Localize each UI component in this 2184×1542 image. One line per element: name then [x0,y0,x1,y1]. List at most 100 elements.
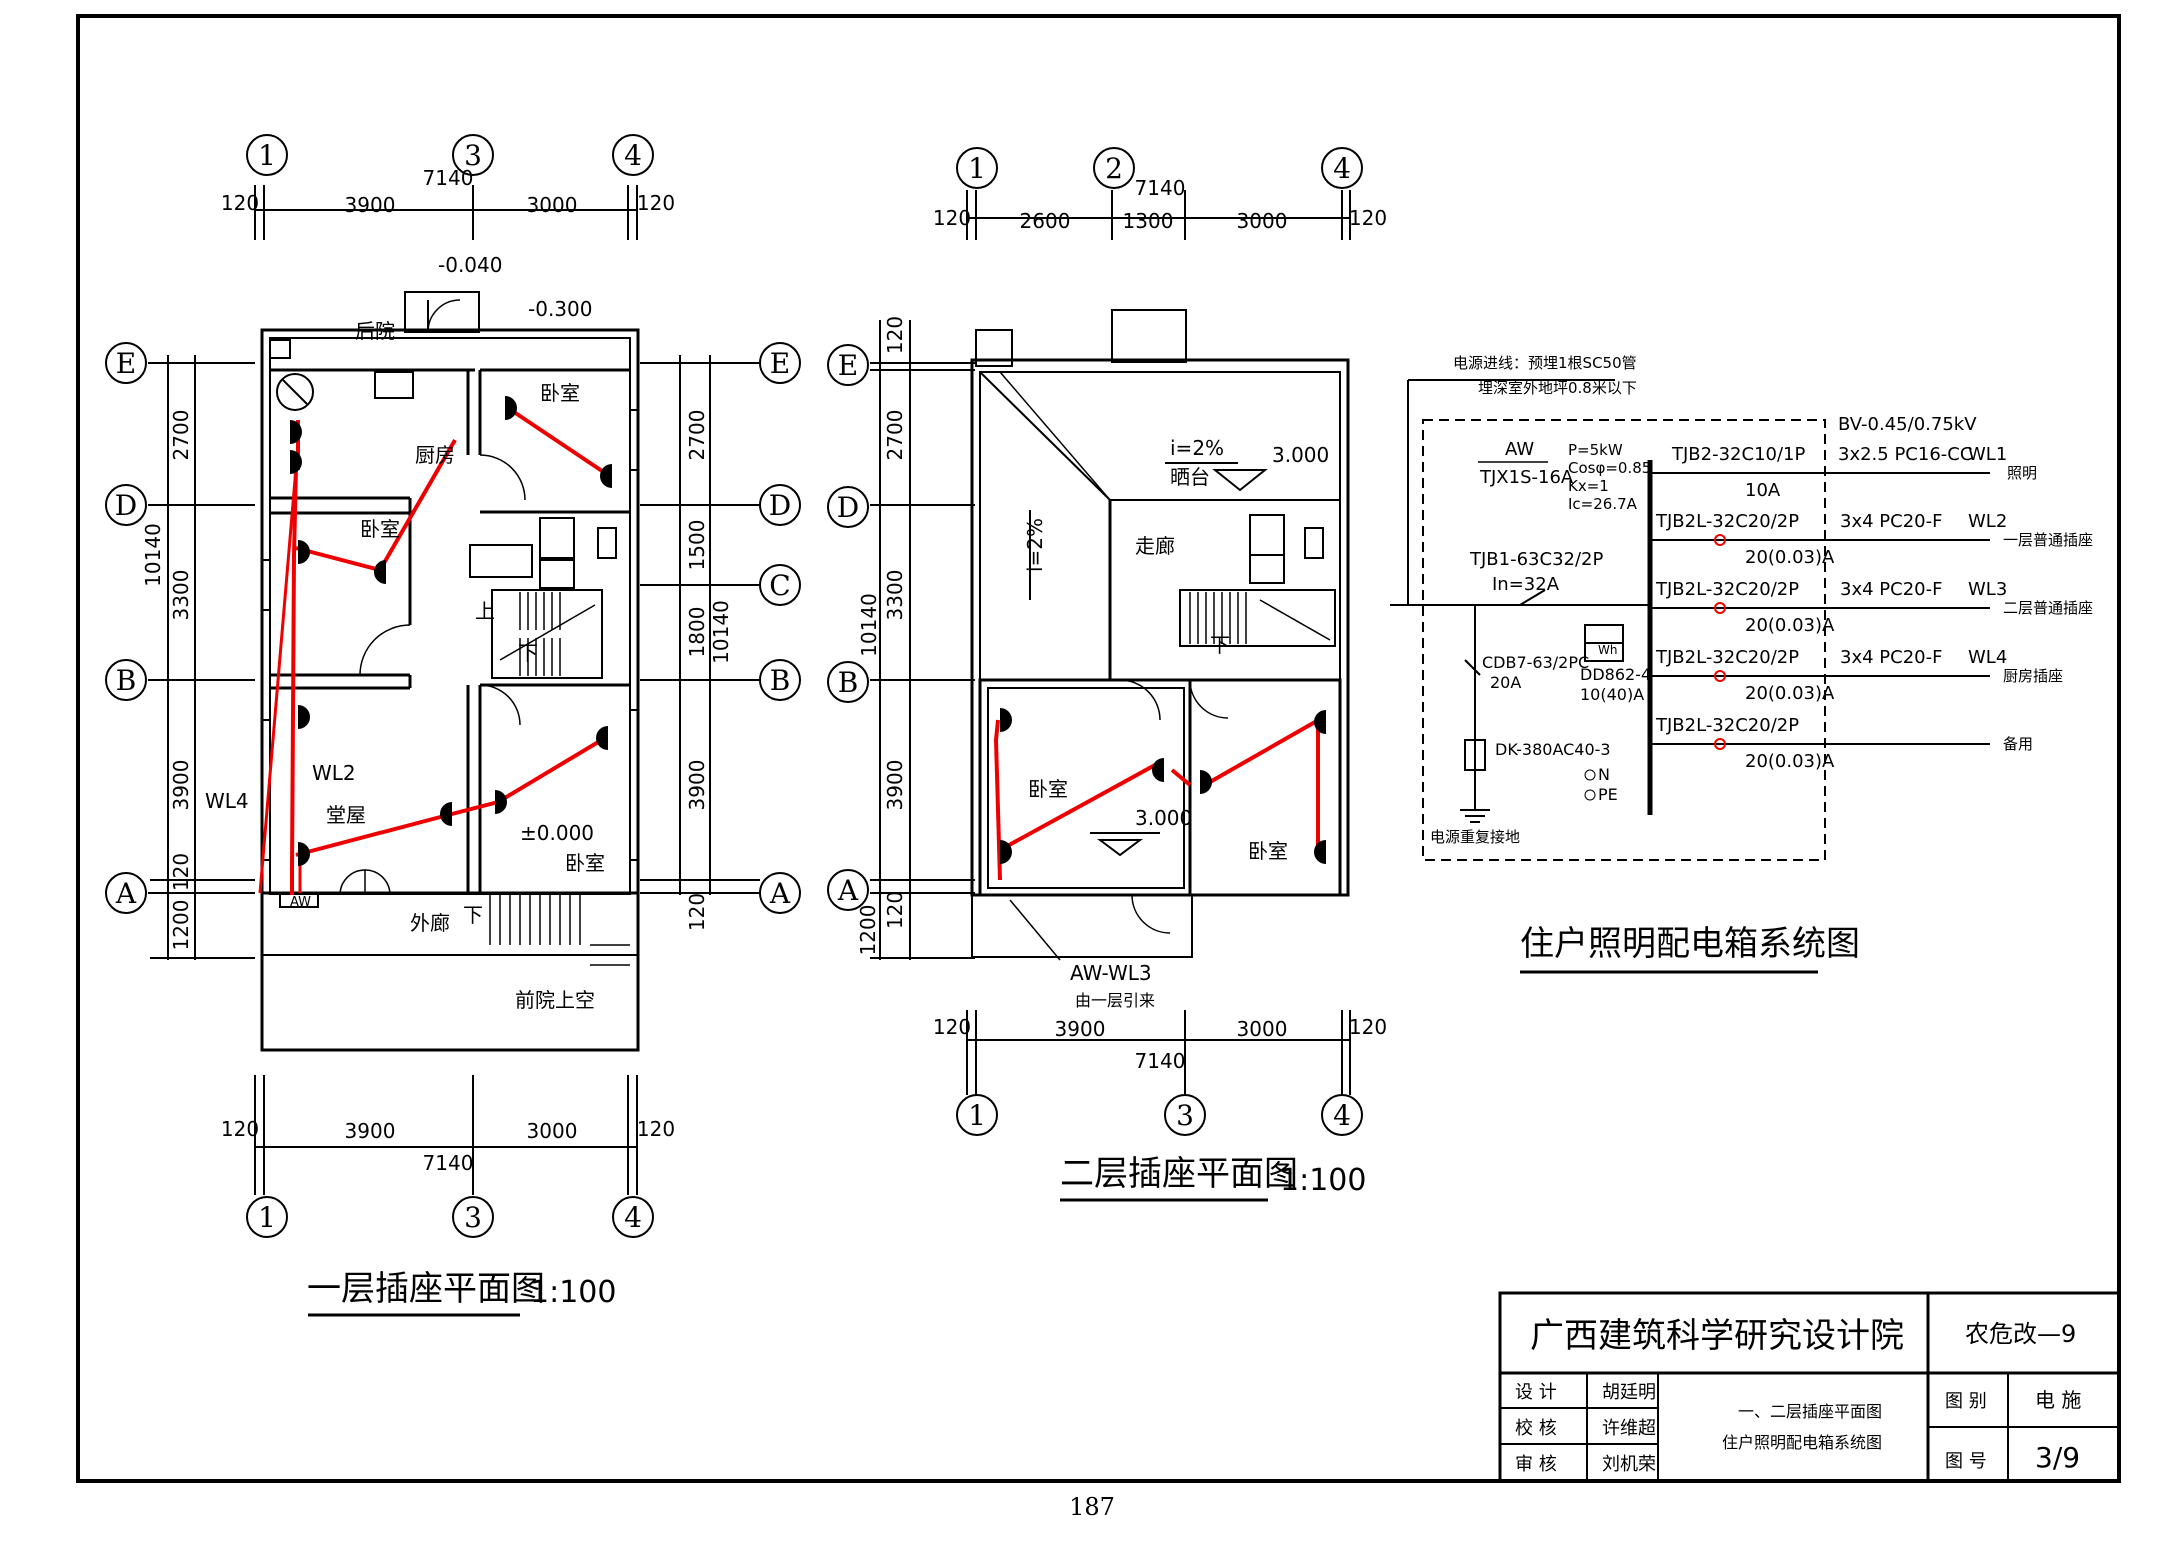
dim-seg: 3000 [527,193,578,217]
grid-label: C [769,569,790,602]
grid-label: 3 [464,1201,482,1234]
grid-label: 4 [1333,152,1351,185]
role-label: 设 计 [1515,1382,1557,1403]
drawing-frame [76,14,2121,1483]
dim-seg: 1200 [169,900,193,951]
dim-seg: 3900 [169,760,193,811]
socket-icon [495,790,507,814]
distribution-system-diagram [1390,379,1826,861]
room-label: 外廊 [410,911,450,935]
socket-icon [600,464,612,488]
dim-seg: 3900 [345,1119,396,1143]
room-label: 卧室 [360,517,400,541]
institute-name: 广西建筑科学研究设计院 [1530,1316,1904,1356]
dim-seg: 3900 [345,193,396,217]
grid-label: 3 [1176,1099,1194,1132]
second-floor-plan [870,190,1351,1095]
dim-seg: 120 [169,853,193,891]
socket-icon [298,705,310,729]
grid-label: 3 [464,139,482,172]
terrace-label: 晒台 [1170,465,1210,489]
level-label: -0.040 [438,253,502,277]
first-floor-plan [148,185,760,1195]
terminal-pe: PE [1598,785,1618,804]
person-name: 刘机荣 [1602,1454,1656,1475]
dim-seg: 1200 [856,905,880,956]
grid-label: E [116,347,136,380]
room-label: 前院上空 [515,988,595,1012]
dim-seg: 3300 [169,570,193,621]
socket-icon [298,842,310,866]
drawing-title: 一、二层插座平面图 [1738,1402,1882,1421]
meter-symbol: Wh [1598,643,1617,657]
socket-icon [505,396,517,420]
dim-seg: 120 [883,316,907,354]
socket-icon [596,726,608,750]
project-code: 农危改—9 [1965,1320,2076,1348]
person-name: 许维超 [1602,1418,1656,1439]
panel-label: AW [290,895,311,910]
branch-breaker: TJB2L-32C20/2P [1655,647,1799,668]
grid-label: E [838,349,858,382]
page-number: 187 [1069,1493,1115,1521]
drawing-title: 住户照明配电箱系统图 [1722,1433,1882,1452]
branch-rating: 20(0.03)A [1745,547,1835,568]
grid-label: 1 [258,1201,276,1234]
socket-icon [1000,708,1012,732]
dim-edge: 120 [933,1015,971,1039]
ground-label: 电源重复接地 [1430,828,1520,846]
plan2-title: 二层插座平面图 [1060,1154,1298,1194]
panel-param: Ic=26.7A [1568,495,1638,513]
branch-use: 二层普通插座 [2003,599,2093,617]
stair-label: 下 [518,641,538,665]
dim-edge: 120 [637,1117,675,1141]
dim-seg: 120 [883,891,907,929]
role-label: 校 核 [1515,1418,1557,1439]
stair-label: 下 [1210,633,1230,657]
grid-label: 1 [258,139,276,172]
grid-label: 2 [1105,152,1123,185]
grid-label: A [837,874,859,907]
branch-circuit: WL1 [1968,444,2007,465]
dim-edge: 120 [221,191,259,215]
dim-seg: 3900 [1055,1017,1106,1041]
stair-label: 下 [463,903,483,927]
panel-param: P=5kW [1568,441,1623,459]
branch-breaker: TJB2L-32C20/2P [1655,715,1799,736]
branch-cable: 3x4 PC20-F [1840,511,1942,532]
grid-label: 4 [624,1201,642,1234]
slope-label: i=2% [1170,436,1224,460]
branch-use: 照明 [2007,464,2037,482]
dim-edge: 120 [637,191,675,215]
room-label: 卧室 [565,851,605,875]
branch-breaker: TJB2-32C10/1P [1671,444,1805,465]
feed-note: 由一层引来 [1075,991,1155,1010]
system-title: 住户照明配电箱系统图 [1520,924,1860,964]
level-label: 3.000 [1272,443,1329,467]
cable-spec: BV-0.45/0.75kV [1838,414,1977,435]
branch-cable: 3x4 PC20-F [1840,579,1942,600]
dim-seg: 3000 [1237,1017,1288,1041]
first-floor-sockets [290,396,612,866]
title-block [1498,1291,2121,1483]
dim-total: 10140 [857,593,881,657]
room-label: 厨房 [415,443,455,467]
branch-cable: 3x4 PC20-F [1840,647,1942,668]
meter-rating: 10(40)A [1580,685,1644,704]
grid-label: D [837,491,859,524]
grid-label: 1 [968,1099,986,1132]
dim-total: 10140 [709,600,733,664]
meter-model: DD862-4 [1580,665,1651,684]
category-label: 图 别 [1945,1391,1987,1412]
branch-use: 一层普通插座 [2003,531,2093,549]
number-label: 图 号 [1945,1451,1987,1472]
dim-seg: 2600 [1020,209,1071,233]
socket-icon [440,802,452,826]
dim-edge: 120 [1349,1015,1387,1039]
supply-note: 电源进线：预埋1根SC50管 [1453,354,1637,372]
room-label: 后院 [355,319,395,343]
panel-model: TJX1S-16A [1479,467,1574,488]
room-label: 走廊 [1135,534,1175,558]
dim-seg: 2700 [169,410,193,461]
